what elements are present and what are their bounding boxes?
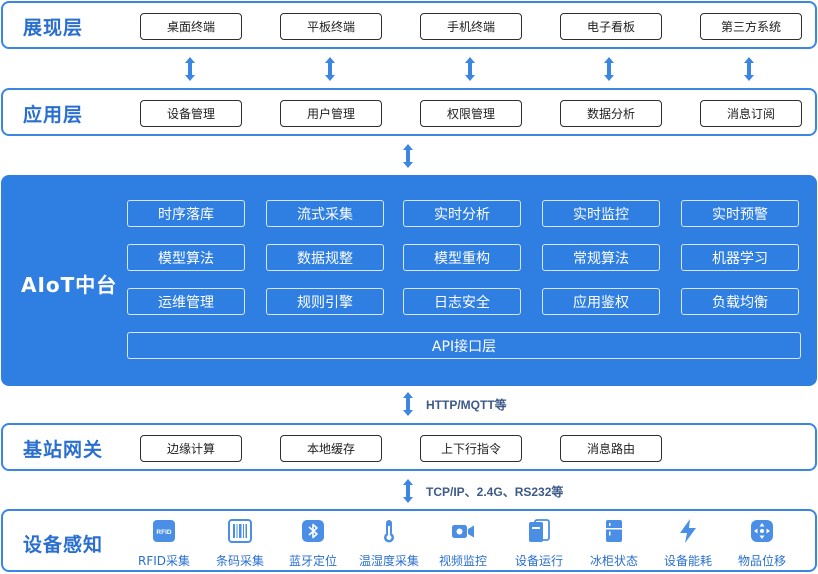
- application-item: 消息订阅: [700, 100, 802, 127]
- device-layer: 设备感知: [1, 509, 817, 572]
- lightning-icon: [680, 519, 696, 543]
- aiot-module: 常规算法: [542, 244, 660, 271]
- device-status-icon: [529, 519, 550, 542]
- application-layer-title: 应用层: [23, 104, 84, 126]
- device-label: 设备运行: [514, 554, 563, 568]
- device-label: 设备能耗: [663, 554, 712, 568]
- device-label: 温湿度采集: [358, 554, 419, 568]
- double-arrow-icon: [403, 392, 413, 416]
- video-camera-icon: [452, 525, 474, 538]
- rfid-badge-text: RFID: [156, 529, 171, 536]
- gateway-item: 边缘计算: [140, 435, 242, 462]
- device-item: 设备运行: [497, 518, 581, 569]
- aiot-platform: AIoT中台 时序落库 流式采集 实时分析 实时监控 实时预警 模型算法 数据规…: [1, 175, 817, 386]
- device-label: 冰柜状态: [589, 554, 638, 568]
- device-item: 冰柜状态: [572, 518, 656, 569]
- gateway-item: 本地缓存: [280, 435, 382, 462]
- aiot-module: 实时监控: [542, 200, 660, 227]
- device-item: 温湿度采集: [347, 518, 431, 569]
- bluetooth-icon: [302, 520, 324, 542]
- gateway-layer: 基站网关 边缘计算 本地缓存 上下行指令 消息路由: [1, 423, 817, 471]
- device-layer-title: 设备感知: [23, 534, 104, 556]
- device-label: 视频监控: [438, 554, 487, 568]
- presentation-layer-title: 展现层: [23, 17, 84, 39]
- aiot-module: 机器学习: [681, 244, 799, 271]
- application-item: 权限管理: [420, 100, 522, 127]
- presentation-layer: 展现层 桌面终端 平板终端 手机终端 电子看板 第三方系统: [1, 1, 817, 49]
- presentation-item: 平板终端: [280, 13, 382, 40]
- move-icon: [751, 520, 773, 542]
- device-item: RFID RFID采集: [122, 518, 206, 569]
- presentation-item: 第三方系统: [700, 13, 802, 40]
- aiot-module: 模型重构: [403, 244, 521, 271]
- device-label: RFID采集: [137, 554, 191, 568]
- double-arrow-icon: [185, 57, 195, 81]
- presentation-item: 手机终端: [420, 13, 522, 40]
- thermometer-icon: [384, 520, 394, 543]
- aiot-platform-title: AIoT中台: [21, 273, 118, 297]
- aiot-module: 时序落库: [127, 200, 245, 227]
- aiot-module: 负载均衡: [681, 288, 799, 315]
- double-arrow-icon: [403, 479, 413, 503]
- device-item: 物品位移: [720, 518, 804, 569]
- aiot-module: 实时预警: [681, 200, 799, 227]
- aiot-module: 实时分析: [403, 200, 521, 227]
- double-arrow-icon: [465, 57, 475, 81]
- device-item: 设备能耗: [646, 518, 730, 569]
- aiot-module: 模型算法: [127, 244, 245, 271]
- device-label: 物品位移: [737, 554, 786, 568]
- presentation-item: 桌面终端: [140, 13, 242, 40]
- gateway-item: 上下行指令: [420, 435, 522, 462]
- aiot-module: 日志安全: [403, 288, 521, 315]
- aiot-module: 运维管理: [127, 288, 245, 315]
- device-item: 蓝牙定位: [271, 518, 355, 569]
- double-arrow-icon: [403, 144, 413, 168]
- aiot-module: 数据规整: [266, 244, 384, 271]
- double-arrow-icon: [604, 57, 614, 81]
- protocol-label-gateway: HTTP/MQTT等: [426, 398, 507, 412]
- device-item: 条码采集: [198, 518, 282, 569]
- barcode-icon: [228, 519, 252, 543]
- double-arrow-icon: [325, 57, 335, 81]
- application-item: 设备管理: [140, 100, 242, 127]
- aiot-module: 规则引擎: [266, 288, 384, 315]
- api-layer: API接口层: [127, 332, 801, 359]
- application-item: 用户管理: [280, 100, 382, 127]
- aiot-module: 流式采集: [266, 200, 384, 227]
- double-arrow-icon: [744, 57, 754, 81]
- protocol-label-device: TCP/IP、2.4G、RS232等: [426, 485, 564, 499]
- application-item: 数据分析: [560, 100, 662, 127]
- presentation-item: 电子看板: [560, 13, 662, 40]
- aiot-module: 应用鉴权: [542, 288, 660, 315]
- device-item: 视频监控: [421, 518, 505, 569]
- application-layer: 应用层 设备管理 用户管理 权限管理 数据分析 消息订阅: [1, 88, 817, 136]
- device-label: 条码采集: [215, 554, 264, 568]
- gateway-item: 消息路由: [560, 435, 662, 462]
- freezer-icon: [606, 520, 622, 542]
- device-label: 蓝牙定位: [288, 554, 337, 568]
- rfid-icon: RFID: [153, 520, 175, 542]
- gateway-layer-title: 基站网关: [23, 439, 104, 461]
